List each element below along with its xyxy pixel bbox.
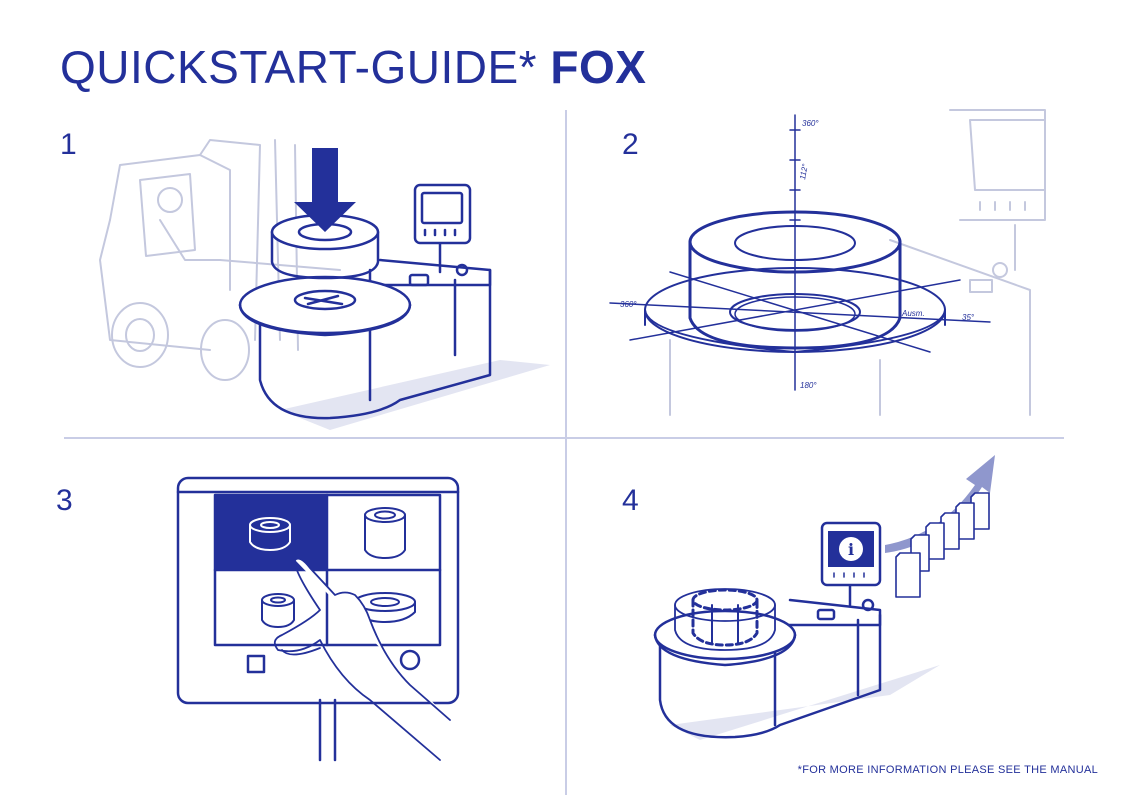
step-1-illustration [80,110,550,430]
step-3-illustration [170,470,470,770]
svg-text:i: i [848,540,854,559]
step-number-4: 4 [622,484,639,517]
coil-tall-icon [364,507,406,559]
angle-label-left: 360° [620,300,637,309]
step-number-3: 3 [56,484,73,517]
step-number-1: 1 [60,128,77,161]
page-title: QUICKSTART-GUIDE* FOX [60,40,646,94]
step-4-illustration: i [640,445,1010,755]
footnote: *FOR MORE INFORMATION PLEASE SEE THE MAN… [797,764,1098,776]
angle-label-upper: 112° [798,162,810,180]
coil-small-icon [261,593,295,628]
info-icon: i [839,537,863,561]
title-prefix: QUICKSTART-GUIDE* [60,41,538,93]
step-number-2: 2 [622,128,639,161]
angle-label-bottom: 180° [800,381,817,390]
step-2-illustration: 360° 112° 360° 180° Ausm. 35° [590,100,1060,420]
angle-label-top: 360° [802,119,819,128]
angle-label-right-text: Ausm. [901,309,925,318]
title-product: FOX [550,41,647,93]
hand-pointer-icon [273,557,451,761]
machine-body [238,183,492,420]
coil-wide-icon [249,517,291,551]
document-stack-icon [895,492,990,598]
down-arrow-icon [294,148,356,232]
upward-arrow-icon [885,455,995,553]
vertical-divider [565,110,567,795]
angle-label-right: 35° [962,313,975,322]
horizontal-divider [64,437,1064,439]
forklift-sketch [99,139,341,381]
